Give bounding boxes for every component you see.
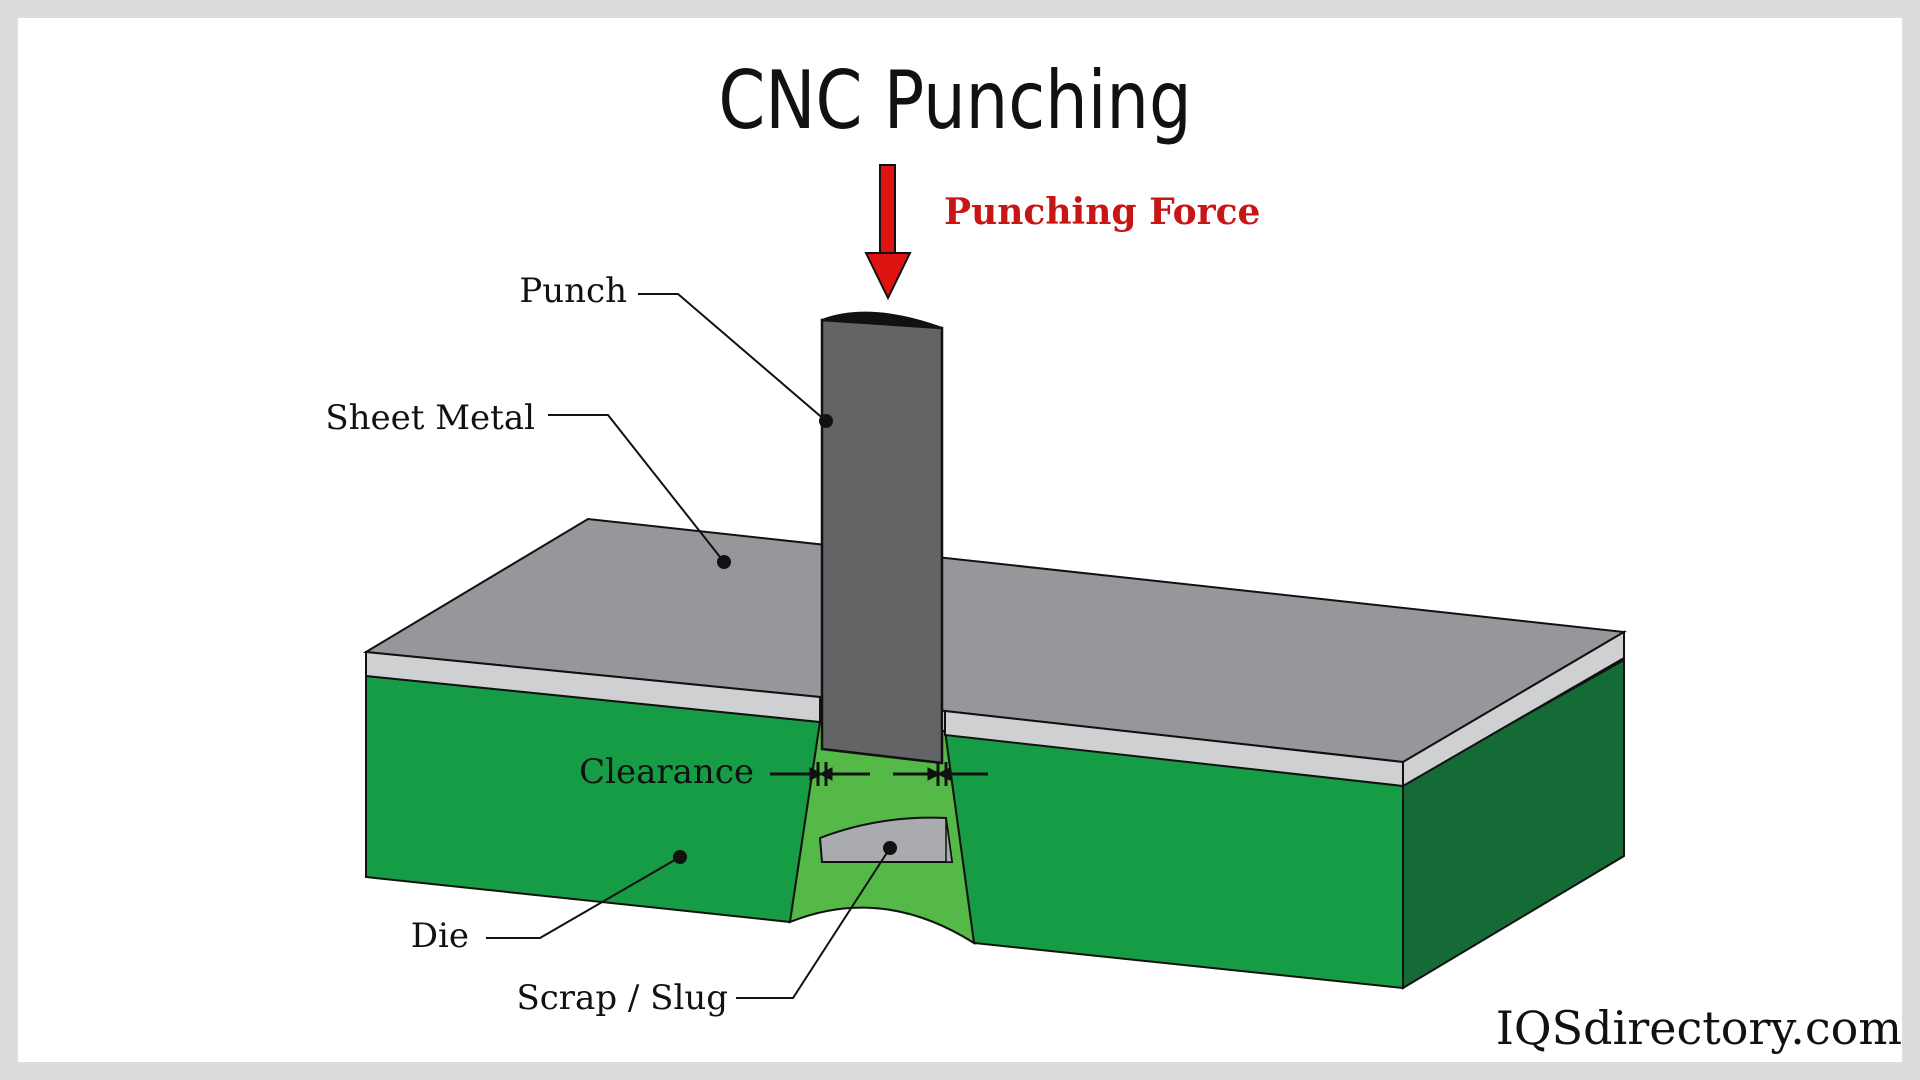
diagram-title: CNC Punching [718,54,1191,147]
leader-lines [486,293,891,999]
die-label: Die [411,916,469,956]
punching-force-label: Punching Force [944,191,1260,233]
sheet-metal-label: Sheet Metal [325,398,535,438]
scrap-slug [818,816,954,863]
clearance-indicators [770,762,988,786]
force-arrow [864,164,912,301]
sheet-metal [362,517,1628,788]
site-watermark: IQSdirectory.com [1496,1001,1902,1055]
scrap-slug-label: Scrap / Slug [516,978,728,1018]
punch-label: Punch [519,271,627,311]
clearance-label: Clearance [579,752,754,792]
punch-tool [820,311,944,765]
leader-dots [673,414,897,864]
